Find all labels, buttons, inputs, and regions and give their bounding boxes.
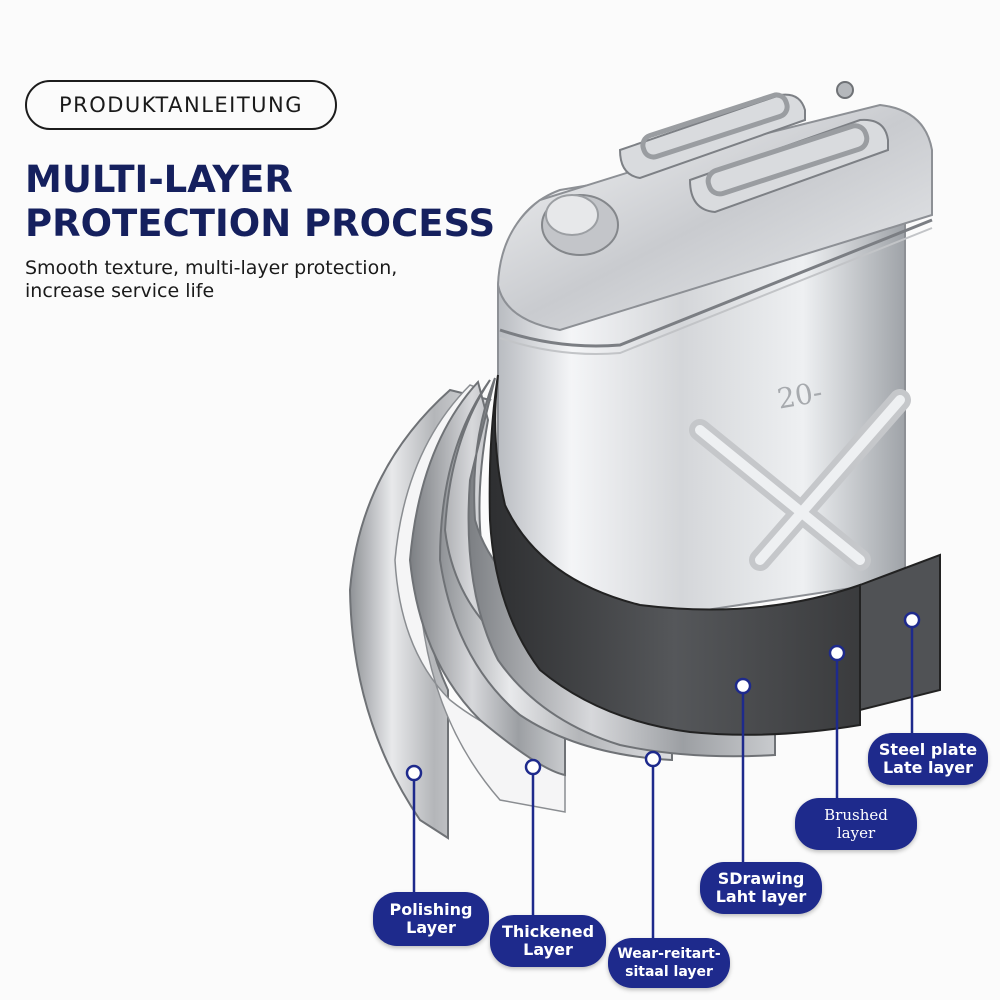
- label-thickened-layer: Thickened Layer: [490, 915, 606, 967]
- label-thickened-layer-text: Thickened Layer: [501, 922, 595, 959]
- layer-panel-steel-plate: [859, 553, 941, 712]
- label-brushed-layer-text: Brushed layer: [824, 806, 888, 842]
- can-marking: 20-: [775, 375, 825, 415]
- leader-lines: [405, 611, 921, 940]
- subtitle-text: Smooth texture, multi-layer protection, …: [25, 257, 398, 302]
- label-polishing-layer: Polishing Layer: [373, 892, 489, 946]
- marker-dot-polishing: [405, 764, 423, 782]
- marker-dot-steel-plate: [903, 611, 921, 629]
- label-brushed-layer: Brushed layer: [795, 798, 917, 850]
- marker-dot-brushed: [828, 644, 846, 662]
- label-drawing-layer-text: SDrawing Laht layer: [715, 869, 807, 906]
- marker-dot-wear-resistant: [644, 750, 662, 768]
- layer-panel-wear-resistant: [438, 379, 673, 762]
- headline: MULTI-LAYER PROTECTION PROCESS: [25, 158, 495, 246]
- label-wear-resistant-layer: Wear-reitart- sitaal layer: [608, 938, 730, 988]
- marker-dot-thickened: [524, 758, 542, 776]
- layer-panel-brushed: [488, 374, 861, 736]
- can-body: 20-: [496, 81, 933, 622]
- label-steel-plate-layer-text: Steel plate Late layer: [878, 740, 978, 777]
- subtitle: Smooth texture, multi-layer protection, …: [25, 257, 397, 303]
- label-steel-plate-layer: Steel plate Late layer: [868, 733, 988, 785]
- category-badge: PRODUKTANLEITUNG: [25, 80, 337, 130]
- label-polishing-layer-text: Polishing Layer: [389, 900, 473, 937]
- headline-text: MULTI-LAYER PROTECTION PROCESS: [25, 158, 496, 245]
- marker-dot-drawing: [734, 677, 752, 695]
- label-wear-resistant-layer-text: Wear-reitart- sitaal layer: [617, 946, 721, 980]
- label-drawing-layer: SDrawing Laht layer: [700, 862, 822, 914]
- layer-panels: [348, 374, 941, 840]
